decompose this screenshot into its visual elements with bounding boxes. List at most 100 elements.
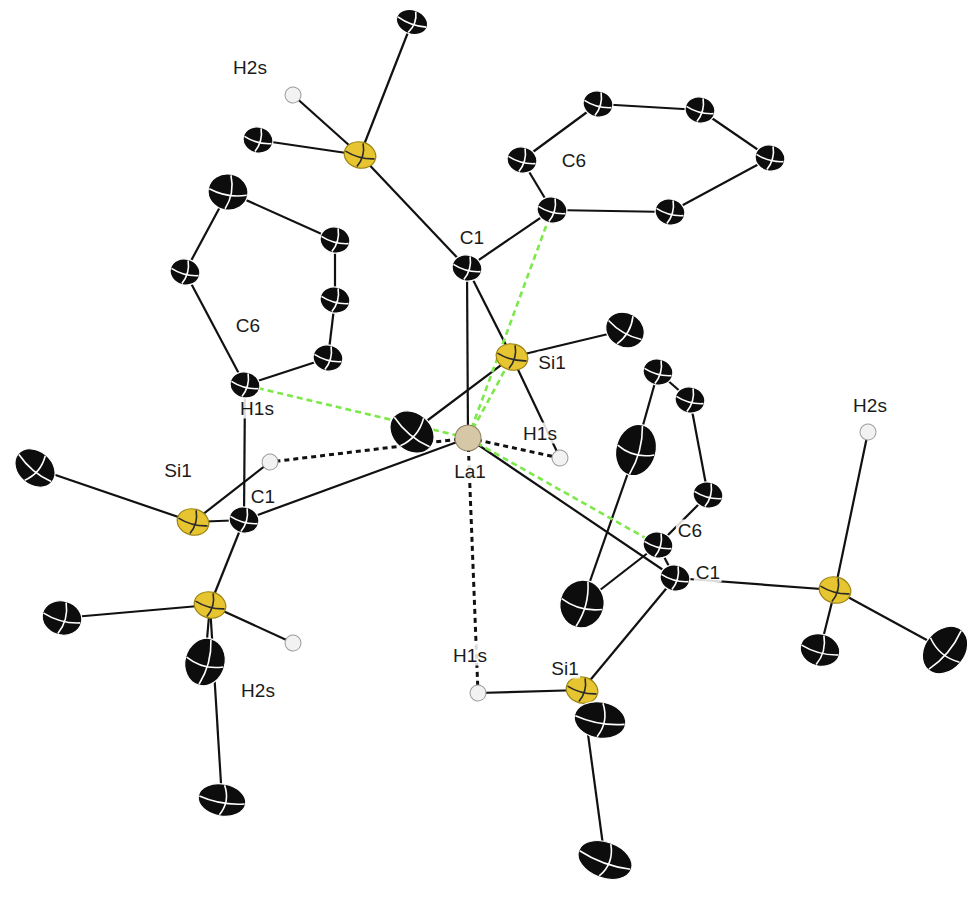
principal-axis xyxy=(616,445,654,459)
principal-axis xyxy=(25,456,49,483)
atom-ellipsoid xyxy=(167,256,203,289)
atom-ellipsoid xyxy=(226,504,262,537)
principal-axis xyxy=(186,657,224,671)
si-h-contact xyxy=(270,438,468,462)
principal-axis xyxy=(321,236,349,245)
atom-ellipsoid xyxy=(38,596,85,639)
bond-line xyxy=(467,268,512,357)
bond-line xyxy=(467,268,468,438)
carbon-atom xyxy=(640,356,676,389)
principal-axis xyxy=(182,260,191,284)
principal-axis xyxy=(231,381,259,390)
principal-axis xyxy=(767,146,776,170)
atom-ellipsoid xyxy=(571,698,628,742)
carbon-atom xyxy=(672,384,708,417)
atom-ellipsoid xyxy=(452,422,484,454)
carbon-atom xyxy=(690,479,726,512)
atom-label: Si1 xyxy=(549,658,580,679)
atom-ellipsoid xyxy=(191,588,229,621)
principal-axis xyxy=(617,316,636,345)
bond-line xyxy=(360,155,467,268)
atom-ellipsoid xyxy=(534,194,570,227)
atom-label: C6 xyxy=(676,520,704,541)
atom-ellipsoid xyxy=(652,196,688,229)
atom-ellipsoid xyxy=(196,780,249,820)
carbon-atom xyxy=(610,420,662,481)
bond-line xyxy=(244,438,468,520)
bond-line xyxy=(835,432,868,590)
principal-axis xyxy=(801,645,838,658)
principal-axis xyxy=(549,198,558,222)
principal-axis xyxy=(321,296,349,305)
carbon-atom xyxy=(226,504,262,537)
principal-axis xyxy=(576,582,592,627)
carbon-atom xyxy=(682,94,718,127)
atom-ellipsoid xyxy=(310,342,346,375)
bond-line xyxy=(670,158,770,212)
hydrogen-atom xyxy=(283,85,303,105)
principal-axis xyxy=(672,566,681,590)
principal-axis xyxy=(497,353,527,363)
principal-axis xyxy=(408,12,418,34)
carbon-atom xyxy=(7,441,63,495)
agostic-contact xyxy=(245,385,468,438)
atom-ellipsoid xyxy=(240,124,276,157)
principal-axis xyxy=(567,686,597,696)
carbon-atom xyxy=(534,194,570,227)
principal-axis xyxy=(392,417,429,449)
atom-ellipsoid xyxy=(580,88,616,121)
bond-line xyxy=(552,210,670,212)
principal-axis xyxy=(332,228,341,252)
atom-ellipsoid xyxy=(610,420,662,481)
principal-axis xyxy=(242,373,251,397)
principal-axis xyxy=(697,98,706,122)
atom-ellipsoid xyxy=(599,305,651,354)
atom-ellipsoid xyxy=(550,448,570,468)
carbon-atom xyxy=(38,596,85,639)
atom-ellipsoid xyxy=(260,452,280,472)
atom-ellipsoid xyxy=(752,142,788,175)
atom-label: La1 xyxy=(452,461,488,482)
atom-ellipsoid xyxy=(797,629,844,670)
principal-axis xyxy=(464,256,473,280)
silicon-atom xyxy=(191,588,229,621)
carbon-atom xyxy=(227,369,263,402)
principal-axis xyxy=(687,388,696,412)
carbon-atom xyxy=(640,529,676,562)
principal-axis xyxy=(655,360,664,384)
atom-label: C1 xyxy=(458,227,486,248)
carbon-atom xyxy=(555,575,610,633)
atom-label: C1 xyxy=(694,562,722,583)
principal-axis xyxy=(816,636,827,666)
atom-label: C1 xyxy=(249,486,277,507)
atom-ellipsoid xyxy=(640,529,676,562)
principal-axis xyxy=(199,796,245,807)
carbon-atom xyxy=(797,629,844,670)
principal-axis xyxy=(705,483,714,507)
principal-axis xyxy=(561,599,603,614)
principal-axis xyxy=(345,151,375,161)
principal-axis xyxy=(357,143,366,167)
hydrogen-atom xyxy=(550,448,570,468)
carbon-atom xyxy=(657,562,693,595)
silicon-atom xyxy=(816,573,854,606)
atom-label: H2s xyxy=(231,57,269,78)
carbon-atom xyxy=(580,88,616,121)
principal-axis xyxy=(667,200,676,224)
atom-ellipsoid xyxy=(449,252,485,285)
carbon-atom xyxy=(652,196,688,229)
atom-label: H2s xyxy=(239,680,277,701)
principal-axis xyxy=(579,851,631,872)
atom-ellipsoid xyxy=(7,441,63,495)
atom-ellipsoid xyxy=(317,284,353,317)
silicon-atom xyxy=(493,340,531,373)
bond-line xyxy=(360,22,412,155)
principal-axis xyxy=(314,354,342,363)
atom-ellipsoid xyxy=(816,573,854,606)
principal-axis xyxy=(171,268,199,277)
carbon-atom xyxy=(317,284,353,317)
carbon-atom xyxy=(381,402,442,462)
atom-ellipsoid xyxy=(640,356,676,389)
atom-ellipsoid xyxy=(657,562,693,595)
